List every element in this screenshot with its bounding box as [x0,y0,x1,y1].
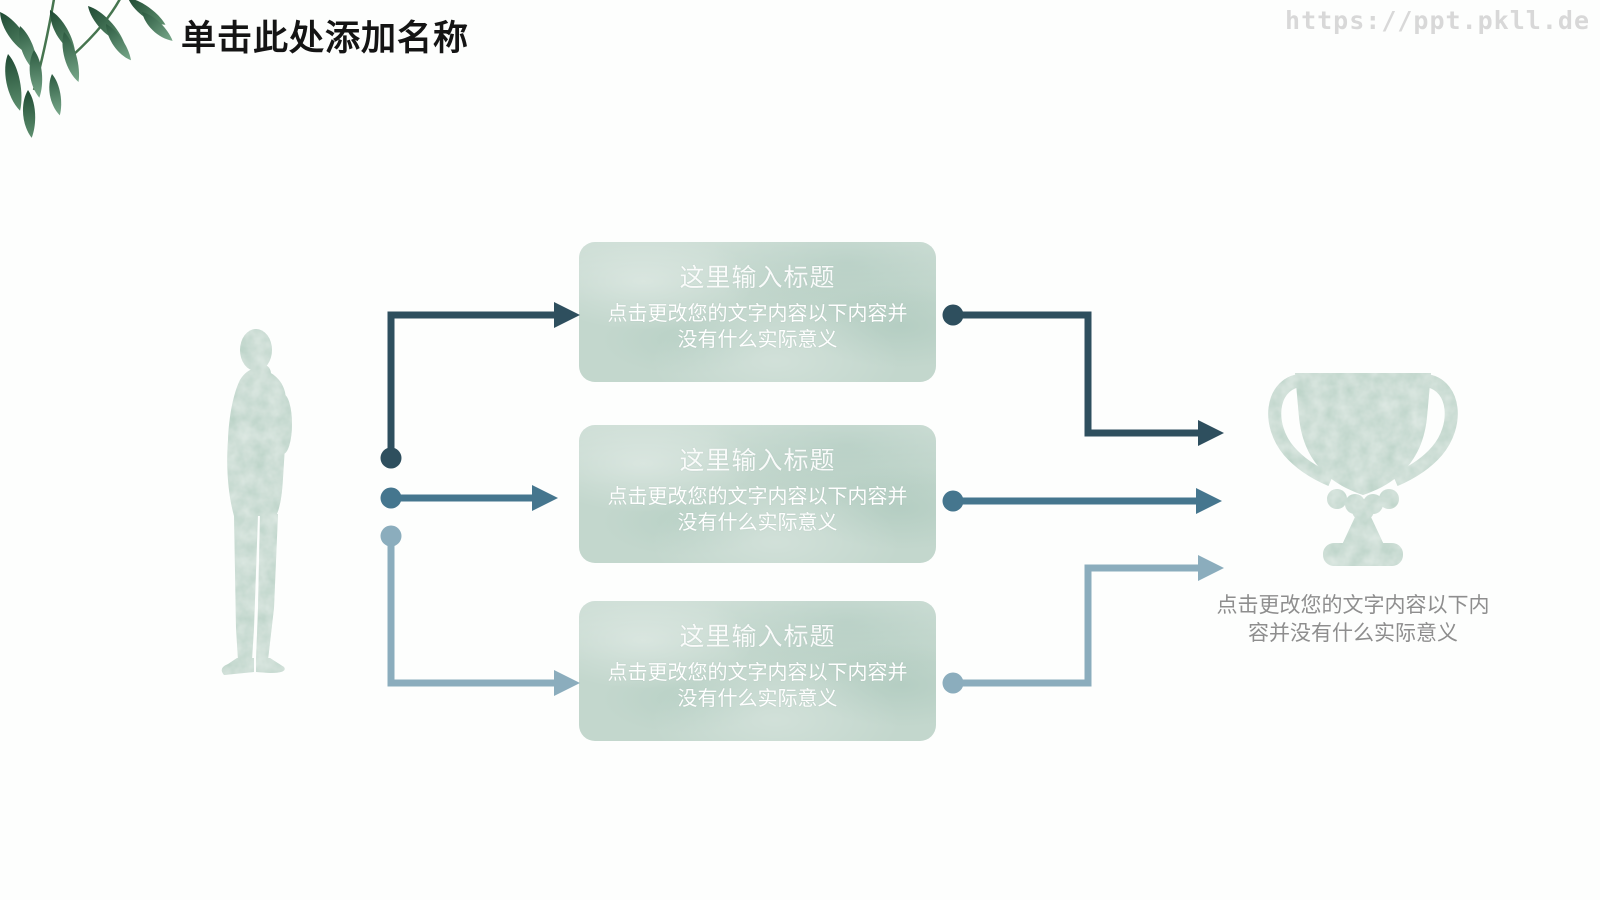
trophy-icon [1268,373,1458,566]
step-title: 这里输入标题 [679,264,836,292]
connector-left-3 [380,525,580,696]
connector-left-2 [380,485,558,511]
watermark-url: https://ppt.pkll.de [1285,6,1590,35]
connector-right-1 [942,304,1224,446]
step-box-1[interactable]: 这里输入标题 点击更改您的文字内容以下内容并没有什么实际意义 [579,242,936,382]
connector-left-1 [380,302,580,469]
step-title: 这里输入标题 [679,447,836,475]
step-box-3[interactable]: 这里输入标题 点击更改您的文字内容以下内容并没有什么实际意义 [579,601,936,741]
trophy-handle-right [1392,374,1458,486]
step-body: 点击更改您的文字内容以下内容并没有什么实际意义 [607,662,908,711]
leaf-cluster [0,0,173,138]
connector-right-2 [942,488,1222,514]
trophy-base [1323,543,1403,566]
trophy-handle-left [1268,374,1334,486]
trophy-cup [1295,373,1431,495]
step-box-2[interactable]: 这里输入标题 点击更改您的文字内容以下内容并没有什么实际意义 [579,425,936,563]
olive-leaves-icon [0,0,173,138]
standing-man-silhouette-icon [221,329,292,675]
step-title: 这里输入标题 [679,623,836,651]
trophy-stem [1341,517,1385,547]
trophy-knot [1327,489,1399,521]
step-body: 点击更改您的文字内容以下内容并没有什么实际意义 [607,486,908,535]
step-body: 点击更改您的文字内容以下内容并没有什么实际意义 [607,303,908,352]
connector-right-3 [942,555,1224,694]
result-caption[interactable]: 点击更改您的文字内容以下内容并没有什么实际意义 [1216,594,1490,645]
slide-title-placeholder[interactable]: 单击此处添加名称 [181,19,470,58]
